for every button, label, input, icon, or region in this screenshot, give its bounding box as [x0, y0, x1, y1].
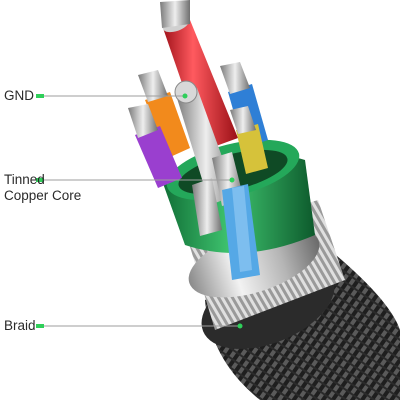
- leader-tinned: [36, 177, 235, 183]
- wire-light-blue: [222, 184, 260, 280]
- label-gnd-text: GND: [4, 88, 34, 103]
- wire-red: [160, 0, 238, 150]
- wire-yellow: [230, 106, 268, 174]
- label-tinned-line1: Tinned: [4, 172, 45, 187]
- leader-braid: [36, 323, 243, 329]
- label-tinned-line2: Copper Core: [4, 188, 82, 203]
- label-gnd: GND: [4, 88, 34, 104]
- wire-orange: [138, 70, 190, 158]
- leader-gnd: [36, 93, 188, 99]
- label-braid: Braid: [4, 318, 36, 334]
- label-tinned-copper-core: Tinned Copper Core: [4, 172, 81, 204]
- wire-purple: [128, 104, 182, 188]
- label-braid-text: Braid: [4, 318, 36, 333]
